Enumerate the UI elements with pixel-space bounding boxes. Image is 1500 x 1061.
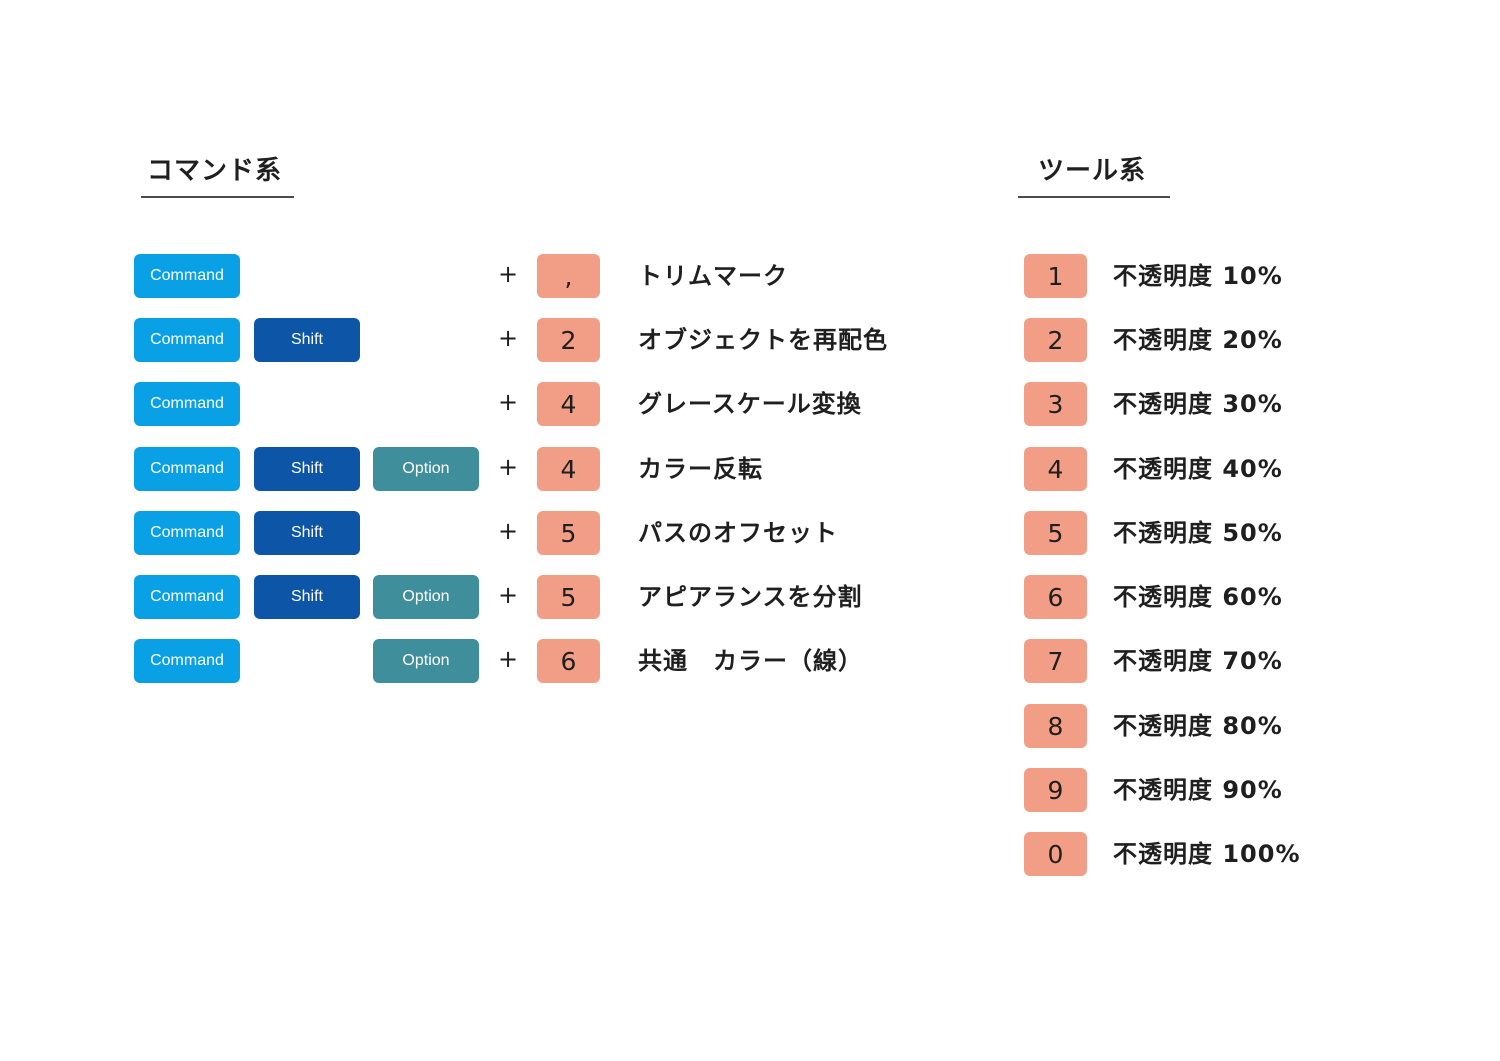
number-key: 5 [1024,511,1087,555]
opacity-label: 不透明度 100% [1113,840,1301,868]
plus-sign: + [497,388,519,416]
number-key: 5 [537,511,600,555]
opacity-label: 不透明度 30% [1113,390,1283,418]
opacity-label: 不透明度 70% [1113,647,1283,675]
command-key: Command [134,575,240,619]
command-key: Command [134,254,240,298]
shortcut-label: グレースケール変換 [638,390,862,418]
number-key: 6 [1024,575,1087,619]
number-key: 5 [537,575,600,619]
option-key: Option [373,447,479,491]
opacity-label: 不透明度 10% [1113,262,1283,290]
opacity-label: 不透明度 50% [1113,519,1283,547]
opacity-label: 不透明度 90% [1113,776,1283,804]
shortcut-label: パスのオフセット [638,519,838,547]
commands-heading: コマンド系 [141,150,294,198]
shift-key: Shift [254,511,360,555]
number-key: 4 [537,382,600,426]
plus-sign: + [497,260,519,288]
command-key: Command [134,511,240,555]
opacity-label: 不透明度 80% [1113,712,1283,740]
plus-sign: + [497,581,519,609]
number-key: 6 [537,639,600,683]
number-key: 1 [1024,254,1087,298]
number-key: 2 [537,318,600,362]
number-key: 8 [1024,704,1087,748]
opacity-label: 不透明度 20% [1113,326,1283,354]
tools-heading: ツール系 [1018,150,1170,198]
number-key: 7 [1024,639,1087,683]
shortcut-label: オブジェクトを再配色 [638,326,888,354]
number-key: , [537,254,600,298]
command-key: Command [134,318,240,362]
command-key: Command [134,639,240,683]
number-key: 0 [1024,832,1087,876]
number-key: 9 [1024,768,1087,812]
option-key: Option [373,575,479,619]
opacity-label: 不透明度 40% [1113,455,1283,483]
number-key: 4 [1024,447,1087,491]
shortcut-label: アピアランスを分割 [638,583,863,611]
shift-key: Shift [254,447,360,491]
number-key: 2 [1024,318,1087,362]
plus-sign: + [497,324,519,352]
shortcut-label: トリムマーク [638,262,788,290]
plus-sign: + [497,517,519,545]
command-key: Command [134,382,240,426]
number-key: 3 [1024,382,1087,426]
plus-sign: + [497,645,519,673]
shift-key: Shift [254,318,360,362]
shift-key: Shift [254,575,360,619]
shortcut-label: カラー反転 [638,455,763,483]
plus-sign: + [497,453,519,481]
number-key: 4 [537,447,600,491]
shortcut-label: 共通 カラー（線） [638,647,863,675]
command-key: Command [134,447,240,491]
option-key: Option [373,639,479,683]
opacity-label: 不透明度 60% [1113,583,1283,611]
